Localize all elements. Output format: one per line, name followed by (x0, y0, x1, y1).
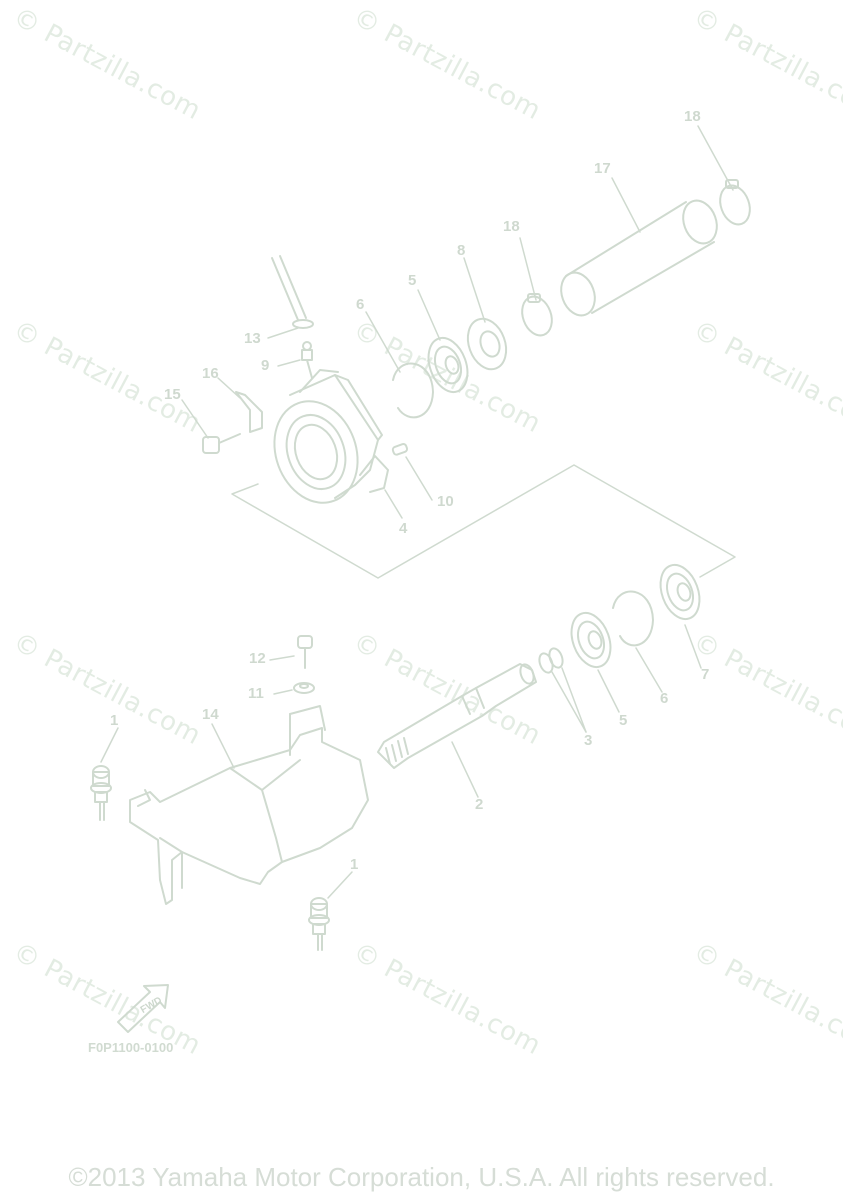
part-5-bearing (427, 336, 469, 394)
part-14-cover (129, 705, 369, 905)
callout-8: 8 (457, 242, 466, 259)
callout-3: 3 (584, 732, 593, 749)
callout-14: 14 (202, 706, 219, 723)
part-6-circlip (392, 362, 434, 419)
copyright-notice: ©2013 Yamaha Motor Corporation, U.S.A. A… (68, 1162, 775, 1192)
part-7-bearing (659, 563, 701, 621)
callout-9: 9 (261, 357, 270, 374)
part-3-o-ring (538, 647, 564, 674)
leader-lines (100, 125, 734, 899)
part-15-bolt (202, 433, 241, 454)
diagram-code: F0P1100-0100 (88, 1040, 174, 1055)
callout-1: 1 (110, 712, 119, 729)
callout-1: 1 (350, 856, 359, 873)
callout-5: 5 (619, 712, 628, 729)
callout-11: 11 (248, 685, 264, 702)
part-2-shaft (377, 663, 537, 769)
callout-18: 18 (503, 218, 520, 235)
part-1-grommet (308, 897, 330, 951)
callout-13: 13 (244, 330, 261, 347)
callout-2: 2 (475, 796, 484, 813)
callout-10: 10 (437, 493, 454, 510)
part-1-grommet (90, 765, 112, 821)
part-8-oil-seal (466, 317, 508, 371)
part-18-clamp (719, 179, 751, 226)
callout-16: 16 (202, 365, 219, 382)
part-5-bearing (570, 611, 612, 669)
part-13-o-ring (271, 255, 314, 329)
callout-15: 15 (164, 386, 181, 403)
fwd-arrow-icon (117, 984, 169, 1033)
part-10-pin (391, 443, 409, 456)
part-9-grease-nipple (301, 341, 313, 379)
callout-6: 6 (356, 296, 365, 313)
callout-6: 6 (660, 690, 669, 707)
part-4-housing (273, 369, 389, 504)
part-6-circlip (612, 590, 654, 647)
callout-5: 5 (408, 272, 417, 289)
part-11-washer (293, 682, 315, 694)
part-18-clamp (521, 293, 553, 337)
assembly-connector-line (231, 464, 736, 579)
callout-4: 4 (399, 520, 408, 537)
callout-18: 18 (684, 108, 701, 125)
callout-7: 7 (701, 666, 710, 683)
callout-12: 12 (249, 650, 266, 667)
callout-17: 17 (594, 160, 611, 177)
part-12-bolt (297, 635, 313, 669)
part-17-sleeve (560, 199, 718, 317)
part-16-bracket (235, 391, 263, 433)
